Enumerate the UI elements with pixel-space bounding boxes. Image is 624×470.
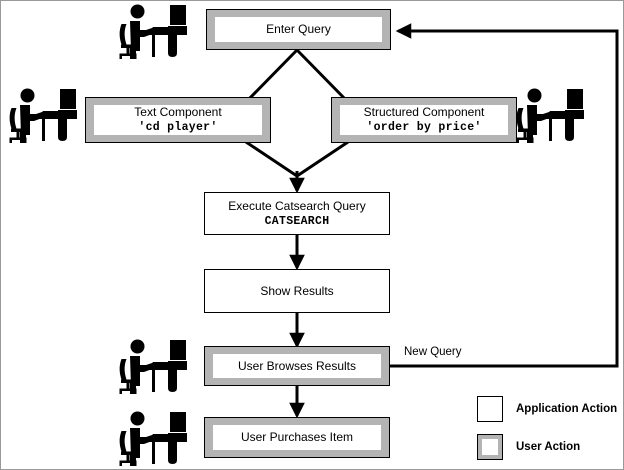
legend-swatch-application-action — [477, 396, 503, 422]
person-at-computer-icon-top — [117, 3, 191, 59]
node-structured-component-inner: Structured Component 'order by price' — [340, 105, 508, 135]
legend-label-user-action: User Action — [516, 441, 581, 453]
node-text-component-label: Text Component — [134, 105, 222, 119]
legend-item-application-action: Application Action — [477, 393, 622, 425]
node-execute-catsearch-query-inner: Execute Catsearch Query CATSEARCH — [205, 199, 389, 229]
node-text-component-sublabel: 'cd player' — [138, 121, 218, 134]
node-show-results-inner: Show Results — [205, 282, 389, 300]
node-structured-component-label: Structured Component — [363, 105, 485, 119]
node-user-purchases-item-inner: User Purchases Item — [213, 425, 381, 450]
node-execute-catsearch-query[interactable]: Execute Catsearch Query CATSEARCH — [204, 192, 390, 235]
node-enter-query-label: Enter Query — [266, 22, 331, 36]
node-text-component[interactable]: Text Component 'cd player' — [85, 97, 271, 143]
node-user-purchases-item-label: User Purchases Item — [240, 430, 354, 444]
node-show-results-label: Show Results — [260, 284, 334, 298]
person-at-computer-icon-left — [7, 87, 81, 143]
edge-textcomponent-to-execute — [245, 140, 298, 178]
person-at-computer-icon-browse — [117, 338, 191, 394]
node-structured-component-sublabel: 'order by price' — [366, 121, 482, 134]
edge-label-new-query: New Query — [404, 346, 462, 358]
edge-structuredcomponent-to-execute — [296, 140, 349, 178]
legend-swatch-user-action — [477, 434, 503, 460]
node-user-purchases-item[interactable]: User Purchases Item — [204, 417, 390, 458]
node-structured-component[interactable]: Structured Component 'order by price' — [331, 97, 517, 143]
edge-enterquery-to-textcomponent — [244, 48, 299, 104]
node-user-browses-results-inner: User Browses Results — [213, 354, 381, 378]
node-show-results[interactable]: Show Results — [204, 269, 390, 313]
node-enter-query[interactable]: Enter Query — [206, 9, 391, 50]
node-text-component-inner: Text Component 'cd player' — [94, 105, 262, 135]
node-user-browses-results[interactable]: User Browses Results — [204, 346, 390, 386]
legend-label-application-action: Application Action — [516, 403, 618, 415]
node-execute-catsearch-query-label: Execute Catsearch Query — [228, 198, 366, 213]
node-user-browses-results-label: User Browses Results — [237, 358, 357, 373]
person-at-computer-icon-purchase — [117, 410, 191, 466]
person-at-computer-icon-right — [514, 87, 588, 143]
node-enter-query-inner: Enter Query — [215, 17, 382, 42]
edge-newquery-feedback-loop — [390, 23, 619, 368]
edge-enterquery-to-structuredcomponent — [295, 48, 350, 104]
legend: Application Action User Action — [477, 393, 622, 469]
node-execute-catsearch-query-sublabel: CATSEARCH — [264, 214, 330, 228]
legend-item-user-action: User Action — [477, 431, 622, 463]
